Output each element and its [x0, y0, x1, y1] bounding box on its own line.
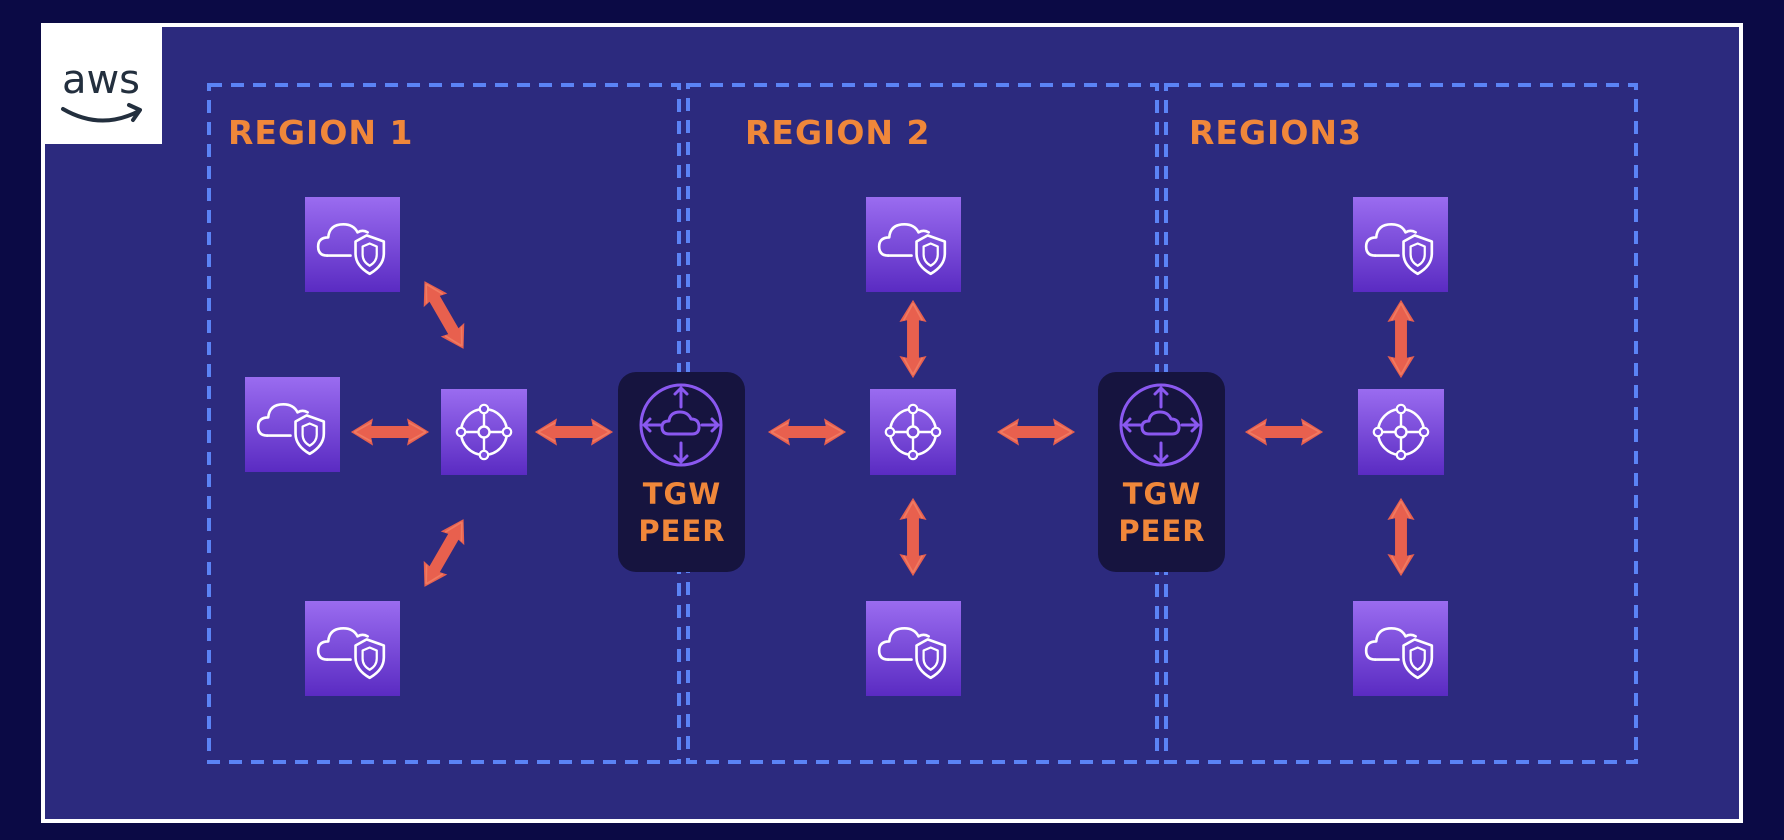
arrow-r2-top-to-tgw: [898, 299, 928, 379]
arrow-r1-bottom-to-tgw: [411, 510, 477, 596]
arrow-r2-tgw-to-bottom: [898, 497, 928, 577]
region-1-label: REGION 1: [228, 113, 413, 152]
arrow-r1-tgw-to-peer: [534, 417, 614, 447]
tgw-peer-1-line1: TGW: [643, 477, 722, 511]
region-2-transit-gateway: [870, 389, 956, 475]
arrow-r1-top-to-tgw: [411, 273, 477, 357]
tgw-peer-1-line2: PEER: [638, 514, 725, 548]
arrow-r3-tgw-to-bottom: [1386, 497, 1416, 577]
region-1-vpc-top: [305, 197, 400, 292]
arrow-r3-top-to-tgw: [1386, 299, 1416, 379]
region-3-vpc-top: [1353, 197, 1448, 292]
arrow-r1-left-to-tgw: [349, 417, 431, 447]
aws-logo: aws: [41, 23, 162, 144]
arrow-peer1-to-r2-tgw: [766, 417, 848, 447]
tgw-peer-2-line1: TGW: [1123, 477, 1202, 511]
region-3-vpc-bottom: [1353, 601, 1448, 696]
aws-logo-text: aws: [62, 57, 140, 103]
region-3-label: REGION3: [1189, 113, 1362, 152]
arrow-peer2-to-r3-tgw: [1243, 417, 1325, 447]
region-1-vpc-left: [245, 377, 340, 472]
aws-logo-icon: aws: [61, 57, 142, 123]
region-1-vpc-bottom: [305, 601, 400, 696]
region-1-transit-gateway: [441, 389, 527, 475]
region-3-transit-gateway: [1358, 389, 1444, 475]
arrow-r2-tgw-to-peer2: [995, 417, 1077, 447]
region-2-label: REGION 2: [745, 113, 930, 152]
tgw-peer-2: TGW PEER: [1098, 372, 1225, 572]
tgw-peer-1: TGW PEER: [618, 372, 745, 572]
region-2-vpc-bottom: [866, 601, 961, 696]
tgw-peer-2-line2: PEER: [1118, 514, 1205, 548]
region-2-vpc-top: [866, 197, 961, 292]
